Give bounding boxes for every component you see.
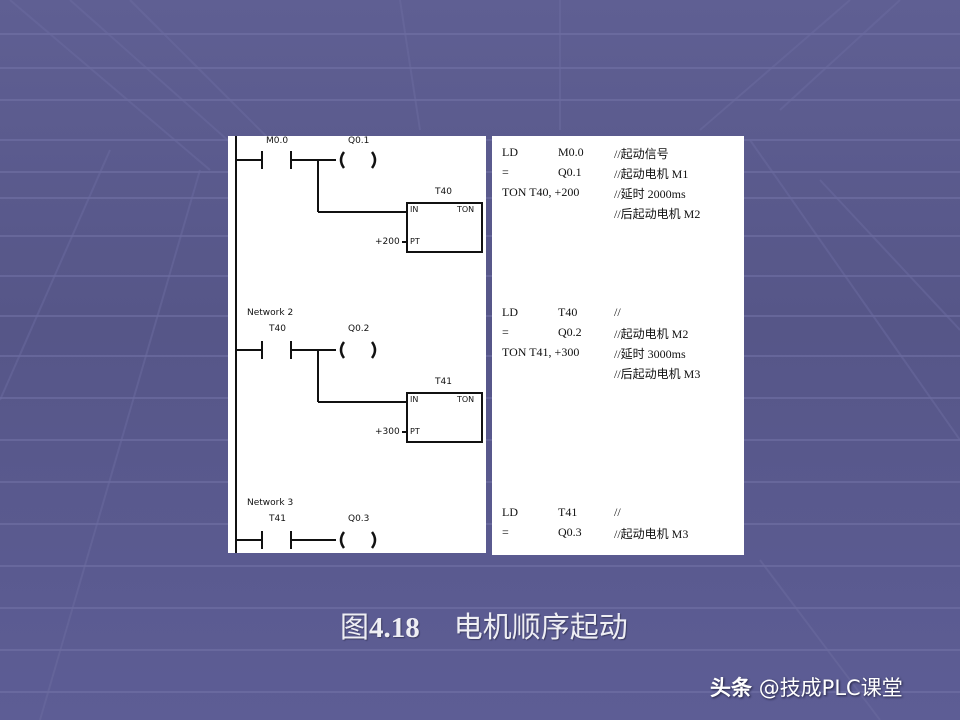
network2-timer-name: T41 [435,377,452,387]
stl-arg: Q0.3 [558,525,582,539]
network3-coil-label: Q0.3 [348,514,370,524]
figure-label: 图 [340,612,370,644]
network2-timer-preset: +300 [375,427,400,437]
stl-arg: Q0.1 [558,165,582,179]
stl-comment: //后起动电机 M2 [614,207,701,221]
network2-label: Network 2 [247,308,294,318]
stl-comment: //起动电机 M3 [614,527,689,541]
stl-arg: M0.0 [558,145,584,159]
figure-caption: 图4.18 电机顺序起动 [340,604,628,646]
figure-number: 4.18 [369,612,420,644]
stl-op: LD [502,305,518,319]
ladder-diagram-panel: M0.0 Q0.1 T40 IN TON PT +200 Network 2 T… [228,136,486,553]
stl-op: = [502,165,509,179]
stl-comment: //起动电机 M2 [614,327,689,341]
stl-arg: T41 [558,505,578,519]
network1-timer-preset: +200 [375,237,400,247]
network1-timer-type: TON [457,205,475,214]
watermark-handle: @技成PLC课堂 [758,676,903,700]
stl-comment: //起动信号 [614,147,669,161]
network1-timer-name: T40 [435,187,452,197]
network3-label: Network 3 [247,498,294,508]
figure-title: 电机顺序起动 [453,612,628,644]
watermark: 头条 @技成PLC课堂 [710,672,903,702]
network1-timer-in: IN [410,205,419,214]
stl-comment: //延时 3000ms [614,347,686,361]
network1-timer-pt: PT [410,237,420,246]
network1-contact-label: M0.0 [266,136,289,146]
stl-arg: Q0.2 [558,325,582,339]
stl-comment: // [614,305,621,319]
watermark-brand: 头条 [710,676,752,700]
stl-comment: // [614,505,621,519]
stl-comment: //后起动电机 M3 [614,367,701,381]
stl-op: LD [502,145,518,159]
ladder-diagram-lines [235,136,483,553]
network1-coil-label: Q0.1 [348,136,370,146]
network2-timer-in: IN [410,395,419,404]
network2-coil-label: Q0.2 [348,324,370,334]
stl-op: = [502,525,509,539]
stl-comment: //起动电机 M1 [614,167,689,181]
stl-comment: //延时 2000ms [614,187,686,201]
stl-op: = [502,325,509,339]
stl-op: TON T40, +200 [502,185,580,199]
network2-contact-label: T40 [269,324,286,334]
network2-timer-pt: PT [410,427,420,436]
network2-timer-type: TON [457,395,475,404]
stl-code-panel: LD M0.0 //起动信号 = Q0.1 //起动电机 M1 TON T40,… [492,136,744,555]
network3-contact-label: T41 [269,514,286,524]
stl-op: LD [502,505,518,519]
stl-op: TON T41, +300 [502,345,580,359]
stl-arg: T40 [558,305,578,319]
